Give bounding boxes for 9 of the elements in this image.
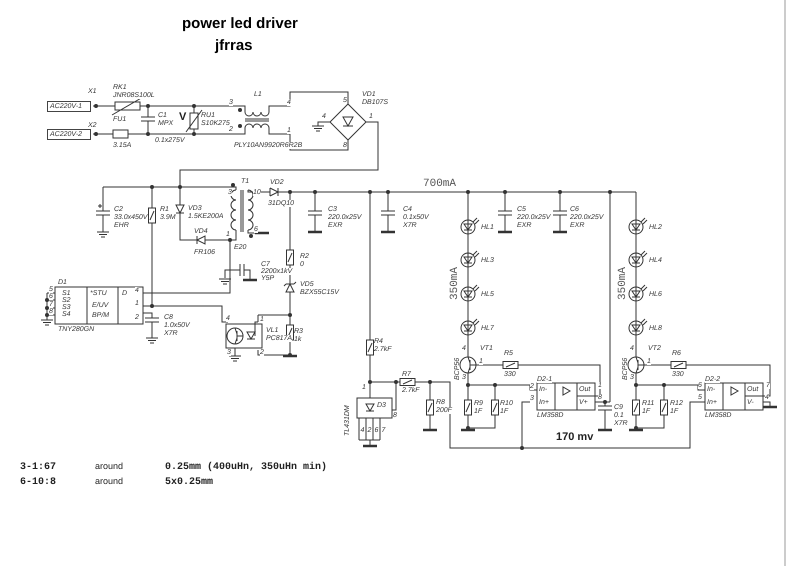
note-text: 0.25mm (400uHn, 350uHn min) <box>165 463 328 473</box>
voltage-label: 170 mv <box>556 432 594 443</box>
current-label: 350mA <box>618 266 629 300</box>
note-text: around <box>95 462 124 471</box>
current-label: 350mA <box>450 266 461 300</box>
note-text: around <box>95 477 124 486</box>
author-name: jfrras <box>215 38 253 53</box>
title: power led driver <box>182 16 298 31</box>
voltage-label: V <box>179 112 186 123</box>
